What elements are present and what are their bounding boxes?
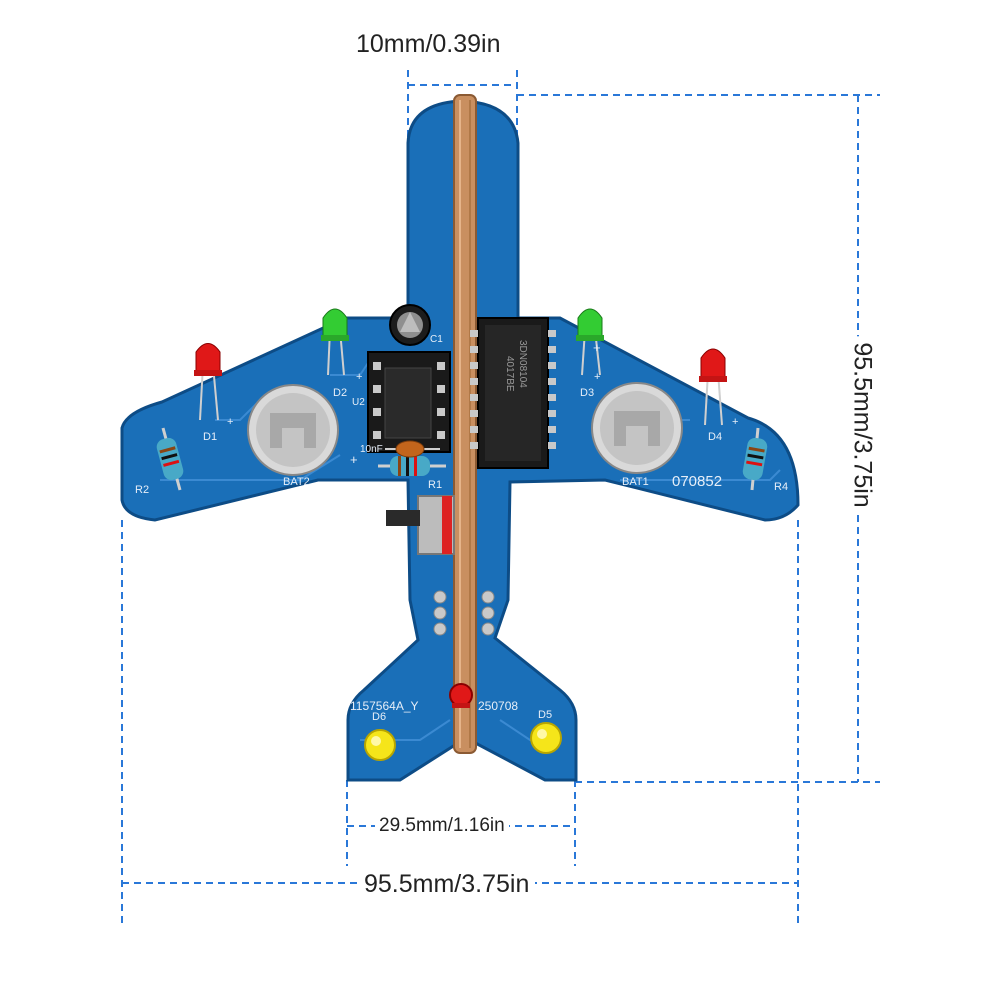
label-d2: D2 — [333, 387, 347, 399]
plus-mark-bat1: + — [593, 340, 601, 355]
chip-marking-line1: 3DN08104 — [517, 340, 528, 388]
battery-holder-bat2 — [247, 384, 339, 476]
plus-mark-d3: + — [594, 371, 600, 383]
ic-4017 — [470, 317, 556, 469]
label-d5: D5 — [538, 709, 552, 721]
silkscreen-labels: C1 U2 D1 D2 D3 D4 D5 D6 R1 R2 R4 BAT1 BA… — [135, 334, 788, 723]
resistor-r2 — [156, 427, 184, 491]
label-u2: U2 — [352, 397, 365, 408]
slide-switch — [386, 495, 455, 555]
led-d6 — [364, 729, 396, 761]
slot-width-label: 10mm/0.39in — [352, 30, 505, 59]
label-d3: D3 — [580, 387, 594, 399]
capacitor-c1 — [389, 304, 431, 346]
label-r2: R2 — [135, 484, 149, 496]
tail-pads — [433, 590, 495, 636]
label-bat2: BAT2 — [283, 476, 310, 488]
ceramic-capacitor — [385, 440, 440, 458]
label-d1: D1 — [203, 431, 217, 443]
battery-holder-bat1 — [591, 382, 683, 474]
led-d5 — [530, 722, 562, 754]
label-c1: C1 — [430, 334, 443, 345]
led-d4 — [699, 348, 727, 426]
wingspan-label: 95.5mm/3.75in — [358, 870, 536, 899]
label-tail-code-2: 250708 — [478, 699, 518, 713]
led-center-red — [449, 683, 473, 708]
plus-mark-d4: + — [732, 416, 738, 428]
label-d4: D4 — [708, 431, 722, 443]
plus-mark-d1: + — [227, 416, 233, 428]
label-d6: D6 — [372, 711, 386, 723]
ic-u2 — [367, 351, 451, 453]
plus-mark-bat2: + — [350, 452, 358, 467]
label-r1: R1 — [428, 479, 442, 491]
led-d2 — [321, 308, 349, 376]
tail-width-label: 29.5mm/1.16in — [375, 815, 509, 837]
label-r4: R4 — [774, 481, 788, 493]
label-serial: 070852 — [672, 473, 722, 490]
resistor-r1 — [378, 456, 446, 476]
resistor-r4 — [742, 427, 768, 491]
label-bat1: BAT1 — [622, 476, 649, 488]
plus-mark-d2: + — [356, 371, 362, 383]
label-tail-code: 1157564A_Y — [350, 699, 419, 713]
height-label: 95.5mm/3.75in — [847, 336, 877, 514]
label-cap-value: 10nF — [360, 444, 383, 455]
led-d1 — [194, 343, 222, 421]
chip-marking-line2: 4017BE — [504, 356, 515, 392]
wooden-stick — [453, 94, 477, 754]
led-d3 — [576, 308, 604, 376]
